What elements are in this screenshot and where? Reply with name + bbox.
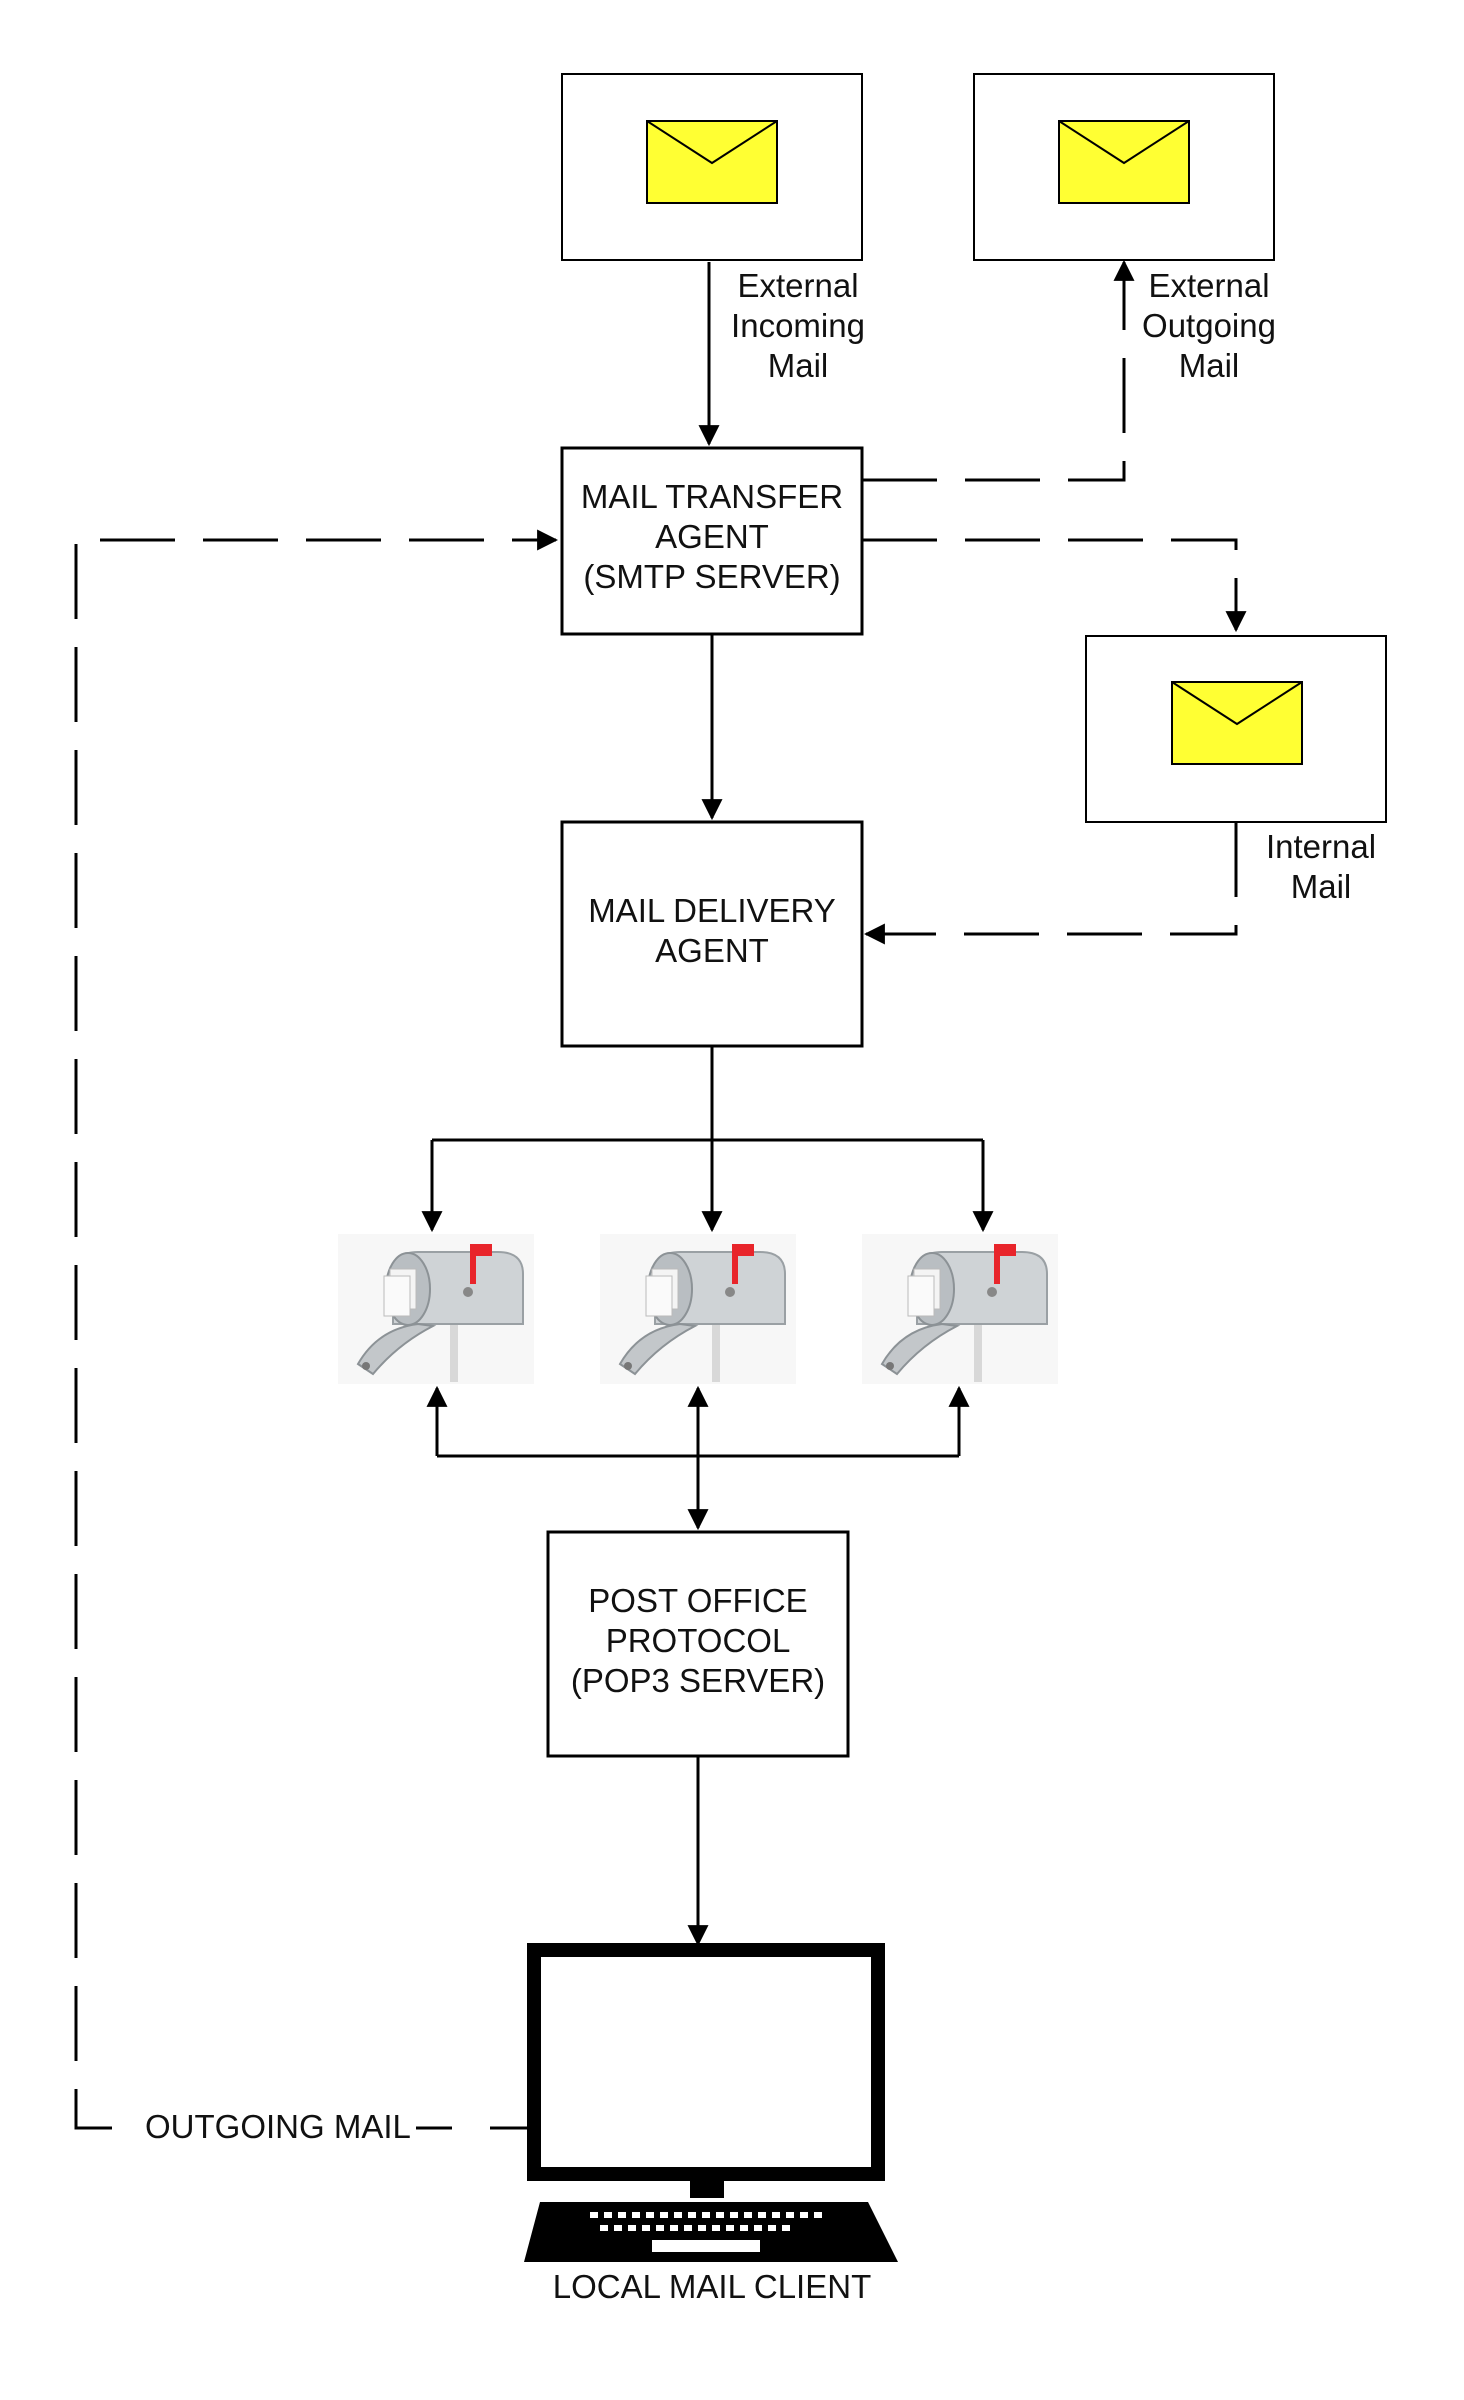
pop3-line-2: PROTOCOL bbox=[606, 1622, 791, 1659]
pop3-line-3: (POP3 SERVER) bbox=[571, 1662, 825, 1699]
pop3-line-1: POST OFFICE bbox=[588, 1582, 807, 1619]
client-outgoing-arrow bbox=[74, 529, 559, 2130]
local-mail-client-label: LOCAL MAIL CLIENT bbox=[553, 2268, 871, 2305]
outgoing-mail-label: OUTGOING MAIL bbox=[145, 2108, 411, 2145]
mta-line-2: AGENT bbox=[655, 518, 769, 555]
mda-box: MAIL DELIVERY AGENT bbox=[560, 820, 864, 1048]
dashed-connectors bbox=[74, 259, 1247, 2130]
solid-connectors bbox=[421, 262, 994, 1947]
svg-text:Mail: Mail bbox=[1291, 868, 1352, 905]
svg-text:External: External bbox=[1148, 267, 1269, 304]
external-outgoing-mail-box bbox=[973, 73, 1275, 261]
svg-text:Incoming: Incoming bbox=[731, 307, 865, 344]
keyboard-keys bbox=[590, 2212, 822, 2252]
svg-text:Internal: Internal bbox=[1266, 828, 1376, 865]
mta-line-3: (SMTP SERVER) bbox=[583, 558, 840, 595]
laptop-icon bbox=[524, 1943, 898, 2262]
envelope-icon bbox=[646, 120, 778, 204]
internal-mail-box bbox=[1085, 635, 1387, 823]
internal-mail-label: Internal Mail bbox=[1266, 828, 1376, 905]
svg-text:Mail: Mail bbox=[768, 347, 829, 384]
pop3-box: POST OFFICE PROTOCOL (POP3 SERVER) bbox=[546, 1530, 850, 1758]
svg-text:Outgoing: Outgoing bbox=[1142, 307, 1276, 344]
mailbox-2 bbox=[600, 1234, 796, 1384]
mta-line-1: MAIL TRANSFER bbox=[581, 478, 843, 515]
mta-box: MAIL TRANSFER AGENT (SMTP SERVER) bbox=[560, 446, 864, 636]
envelope-icon bbox=[1058, 120, 1190, 204]
mailbox-1 bbox=[338, 1234, 534, 1384]
mda-line-2: AGENT bbox=[655, 932, 769, 969]
external-incoming-mail-box bbox=[561, 73, 863, 261]
external-incoming-label: External Incoming Mail bbox=[731, 267, 865, 384]
envelope-icon bbox=[1171, 681, 1303, 765]
external-outgoing-arrow bbox=[862, 259, 1135, 482]
internal-mail-arrow bbox=[862, 538, 1247, 633]
internal-to-mda-arrow bbox=[863, 822, 1238, 945]
mda-line-1: MAIL DELIVERY bbox=[588, 892, 836, 929]
svg-text:External: External bbox=[737, 267, 858, 304]
svg-text:Mail: Mail bbox=[1179, 347, 1240, 384]
mailbox-3 bbox=[862, 1234, 1058, 1384]
external-outgoing-label: External Outgoing Mail bbox=[1142, 267, 1276, 384]
